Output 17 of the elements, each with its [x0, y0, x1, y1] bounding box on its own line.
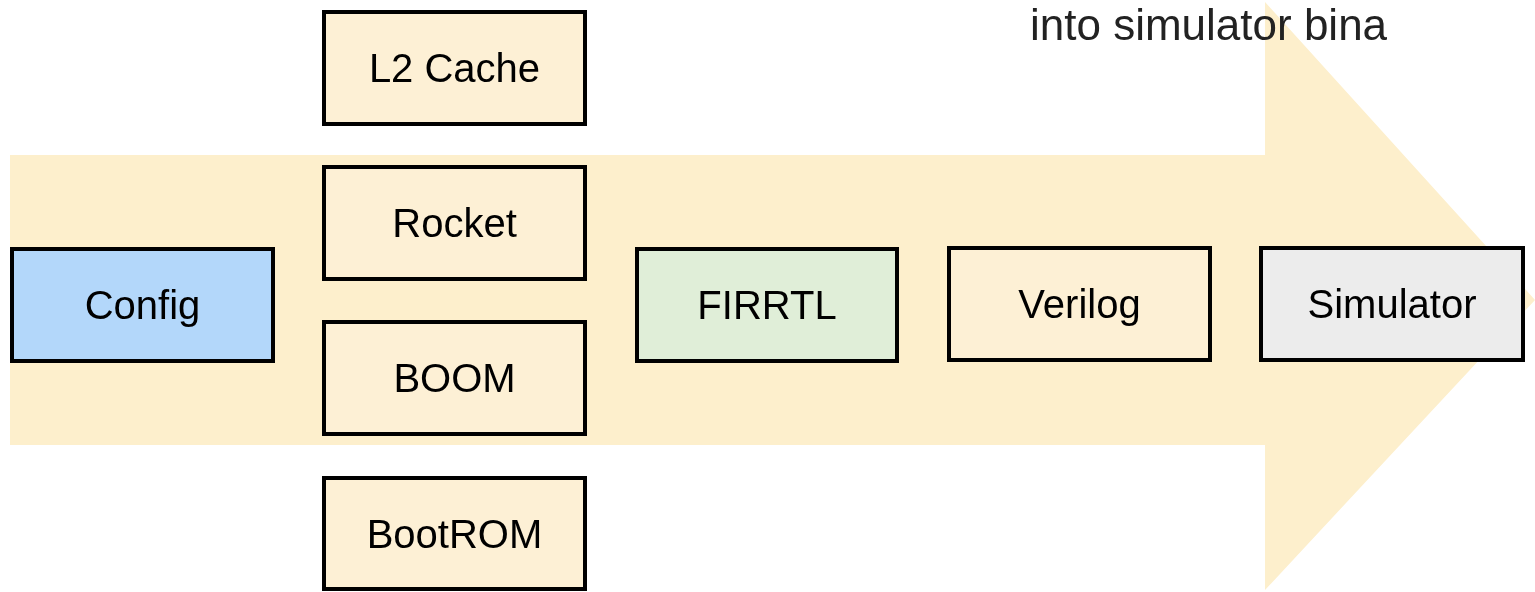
component-box: [322, 320, 587, 436]
heading-text: into simulator bina: [1030, 0, 1388, 50]
box-label: Verilog: [1018, 281, 1141, 327]
component-box: [10, 247, 275, 363]
component-box: [947, 246, 1212, 362]
box-label: FIRRTL: [697, 282, 837, 328]
box-label: BootROM: [366, 510, 543, 557]
component-box: [635, 247, 899, 363]
box-label: BOOM: [393, 355, 516, 401]
component-box: [322, 10, 587, 126]
box-label: Simulator: [1307, 281, 1477, 327]
component-box: [322, 476, 587, 591]
box-label: Config: [84, 282, 201, 328]
box-label: L2 Cache: [368, 45, 541, 91]
component-box: [322, 165, 587, 281]
box-label: Rocket: [392, 200, 517, 246]
component-box: [1259, 246, 1525, 362]
